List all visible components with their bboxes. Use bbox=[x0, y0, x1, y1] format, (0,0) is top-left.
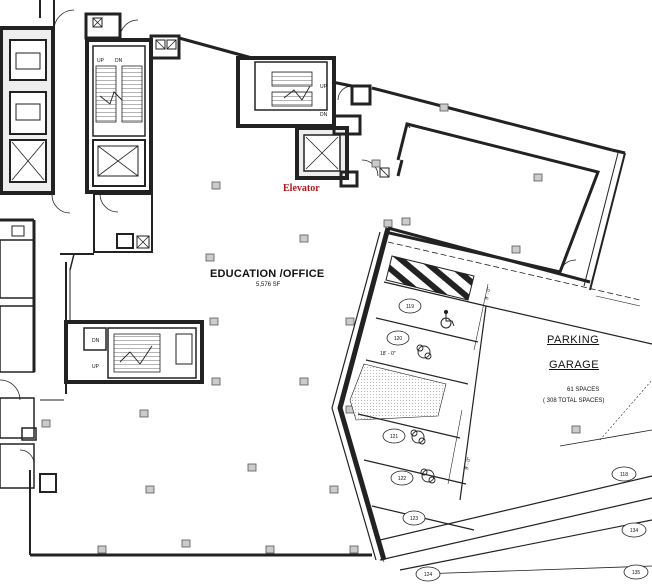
west-rooms bbox=[0, 218, 372, 557]
stall-circles bbox=[382, 298, 649, 582]
stall-135: 135 bbox=[632, 570, 641, 576]
stair-up-label: UP bbox=[320, 84, 328, 90]
dimension-top: 9' - 0" bbox=[484, 286, 493, 300]
stair-labels: UP DN UP DN UP DN bbox=[92, 58, 328, 370]
stall-118: 118 bbox=[620, 472, 628, 478]
ev-charger-icon bbox=[410, 344, 436, 484]
east-room bbox=[384, 122, 601, 274]
stall-134: 134 bbox=[630, 528, 639, 534]
dimension-middle: 18' - 0" bbox=[380, 351, 396, 357]
stall-numbers: 118 119 120 121 122 123 124 134 135 bbox=[390, 304, 641, 578]
room-title-education-office: EDUCATION /OFFICE bbox=[210, 268, 325, 280]
stall-121: 121 bbox=[390, 434, 399, 440]
dimension-lower: 9' - 0" bbox=[464, 456, 473, 470]
dimension-marks bbox=[379, 283, 641, 563]
garage-total-spaces: ( 308 TOTAL SPACES) bbox=[543, 398, 605, 404]
wheelchair-icon bbox=[440, 309, 455, 329]
stair-dn-label: DN bbox=[92, 338, 100, 344]
hatched-strip bbox=[385, 255, 475, 301]
stair-up-label: UP bbox=[92, 364, 100, 370]
stair-core-south bbox=[64, 320, 204, 384]
stall-123: 123 bbox=[410, 516, 419, 522]
stall-124: 124 bbox=[424, 572, 433, 578]
garage-spaces: 61 SPACES bbox=[567, 387, 600, 393]
stall-119: 119 bbox=[406, 304, 414, 310]
elevator-bank-left bbox=[0, 26, 55, 195]
garage-title-line1: PARKING bbox=[547, 334, 600, 346]
stair-dn-label: DN bbox=[320, 112, 328, 118]
column-markers bbox=[41, 103, 581, 554]
stair-core-north bbox=[236, 56, 390, 188]
stair-dn-label: DN bbox=[115, 58, 123, 64]
north-wall bbox=[178, 36, 626, 291]
room-area: 5,576 SF bbox=[256, 282, 281, 288]
stall-122: 122 bbox=[398, 476, 407, 482]
mech-room bbox=[93, 193, 153, 253]
elevator-label: Elevator bbox=[283, 183, 320, 194]
garage-wall bbox=[331, 226, 641, 561]
stall-120: 120 bbox=[394, 336, 403, 342]
ramp-area bbox=[349, 363, 447, 421]
parking-stall-lines bbox=[357, 281, 652, 575]
stair-core-center bbox=[85, 34, 181, 194]
garage-title-line2: GARAGE bbox=[549, 359, 600, 371]
stair-up-label: UP bbox=[97, 58, 105, 64]
dimension-texts: 9' - 0" 18' - 0" 9' - 0" bbox=[380, 286, 493, 470]
